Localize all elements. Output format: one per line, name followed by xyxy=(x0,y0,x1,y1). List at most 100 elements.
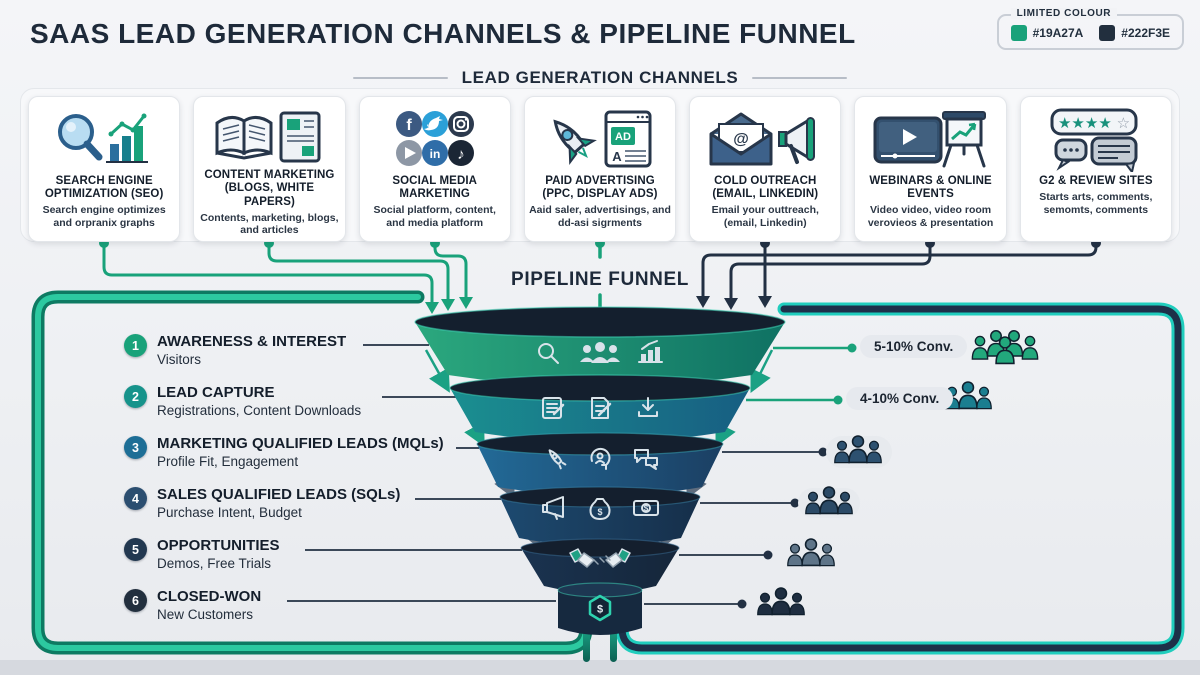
seo-icon-cluster xyxy=(38,103,170,175)
stage-number-badge: 6 xyxy=(124,589,147,612)
channel-cards-row: SEARCH ENGINE OPTIMIZATION (SEO) Search … xyxy=(28,96,1172,242)
channel-title: G2 & REVIEW SITES xyxy=(1039,175,1153,187)
funnel-stage-2: 2 LEAD CAPTURE Registrations, Content Do… xyxy=(124,384,361,419)
presentation-icon xyxy=(941,111,986,168)
legend-item-teal: #19A27A xyxy=(1010,25,1084,41)
download-icon xyxy=(638,397,658,417)
funnel-stage-4: 4 SALES QUALIFIED LEADS (SQLs) Purchase … xyxy=(124,486,400,521)
svg-text:A: A xyxy=(612,149,622,164)
channel-card-content-marketing: CONTENT MARKETING (BLOGS, WHITE PAPERS) … xyxy=(193,96,346,242)
handshake-icon xyxy=(569,548,631,568)
signup-doc-icon xyxy=(591,397,612,419)
bottom-strip xyxy=(0,660,1200,675)
stage-subtitle: Visitors xyxy=(157,352,202,367)
color-legend: LIMITED COLOUR #19A27A #222F3E xyxy=(996,8,1184,50)
stage-title: OPPORTUNITIES xyxy=(157,537,280,554)
megaphone-icon xyxy=(542,496,564,520)
funnel-stage-6: 6 CLOSED-WON New Customers xyxy=(124,588,261,623)
people-stage-5 xyxy=(787,538,835,567)
channel-subtitle: Social platform, content, and media plat… xyxy=(373,204,496,230)
stage-number-badge: 2 xyxy=(124,385,147,408)
stage-subtitle: Purchase Intent, Budget xyxy=(157,505,302,520)
channel-card-seo: SEARCH ENGINE OPTIMIZATION (SEO) Search … xyxy=(28,96,181,242)
channel-subtitle: Aaid saler, advertisings, and dd-asi sig… xyxy=(529,204,671,230)
people-stage-3 xyxy=(834,435,882,464)
facebook-icon: f xyxy=(395,111,422,137)
funnel-tier-5 xyxy=(520,538,680,593)
funnel-stage-3: 3 MARKETING QUALIFIED LEADS (MQLs) Profi… xyxy=(124,435,444,470)
stage-number-badge: 4 xyxy=(124,487,147,510)
content-icon-cluster xyxy=(203,103,335,169)
magnifier-icon xyxy=(538,343,559,364)
conversion-badge-1: 5-10% Conv. xyxy=(860,335,968,358)
channel-subtitle: Email your outtreach, (email, Linkedin) xyxy=(711,204,819,230)
email-icon: @ xyxy=(709,112,773,166)
funnel-stage-1: 1 AWARENESS & INTEREST Visitors xyxy=(124,333,346,368)
audience-icon xyxy=(580,342,620,363)
people-groups xyxy=(757,330,1039,616)
dollar-glyph: $ xyxy=(597,507,602,517)
reviews-icon-cluster: ★★★★ ☆ xyxy=(1030,103,1162,175)
form-icon xyxy=(542,397,565,419)
stage-number-badge: 5 xyxy=(124,538,147,561)
stage-subtitle: Registrations, Content Downloads xyxy=(157,403,362,418)
stage-subtitle: Demos, Free Trials xyxy=(157,556,272,571)
cold-outreach-icon-cluster: @ xyxy=(699,103,831,175)
stage-leader-lines xyxy=(287,343,857,609)
right-frame xyxy=(615,302,1185,655)
svg-text:♪: ♪ xyxy=(457,146,465,163)
teal-swatch xyxy=(1010,25,1027,41)
channel-card-paid-ads: AD A PAID ADVERTISING (PPC, DISPLAY ADS)… xyxy=(523,96,677,242)
people-stage-6 xyxy=(757,587,805,616)
instagram-icon xyxy=(447,111,474,137)
dollar-hexagon-icon: $ xyxy=(588,594,612,622)
svg-text:f: f xyxy=(406,117,412,134)
stage-subtitle: Profile Fit, Engagement xyxy=(157,454,299,469)
funnel-tier-4 xyxy=(499,486,701,546)
teal-hex-label: #19A27A xyxy=(1032,26,1084,40)
header-rule-left xyxy=(352,77,448,79)
navy-hex-label: #222F3E xyxy=(1121,26,1170,40)
svg-text:@: @ xyxy=(733,131,749,148)
channel-title: WEBINARS & ONLINE EVENTS xyxy=(869,175,992,201)
svg-text:AD: AD xyxy=(615,131,631,143)
chat-icon xyxy=(634,449,658,470)
channel-subtitle: Contents, marketing, blogs, and articles xyxy=(200,211,339,237)
engagement-cycle-icon xyxy=(590,447,611,470)
navy-swatch xyxy=(1099,25,1116,41)
money-bag-icon: $ xyxy=(589,498,611,520)
funnel xyxy=(414,306,786,635)
twitter-icon xyxy=(421,111,448,137)
svg-text:in: in xyxy=(429,147,440,161)
people-stage-4 xyxy=(805,486,853,515)
channel-subtitle: Starts arts, comments, semomts, comments xyxy=(1039,191,1153,216)
channel-card-webinars: WEBINARS & ONLINE EVENTS Video video, vi… xyxy=(854,96,1007,242)
rocket-icon xyxy=(553,119,597,165)
channel-title: SOCIAL MEDIA MARKETING xyxy=(392,175,478,201)
funnel-tier-3 xyxy=(476,432,724,496)
stage-title: CLOSED-WON xyxy=(157,588,262,605)
review-bubbles-icon xyxy=(1054,136,1138,172)
funnel-tier-6 xyxy=(557,582,643,635)
funnel-spout xyxy=(583,628,617,662)
funnel-section-title: PIPELINE FUNNEL xyxy=(511,269,689,290)
dollar-glyph: $ xyxy=(644,504,649,513)
bar-chart-icon xyxy=(106,113,149,163)
channel-title: CONTENT MARKETING (BLOGS, WHITE PAPERS) xyxy=(204,169,335,208)
dollar-glyph: $ xyxy=(597,604,603,616)
ad-browser-icon: AD A xyxy=(604,110,652,168)
tiktok-icon: ♪ xyxy=(447,140,474,166)
channel-subtitle: Search engine optimizes and orpranix gra… xyxy=(42,204,166,230)
stage-number-badge: 1 xyxy=(124,334,147,357)
magnifier-icon xyxy=(58,114,103,161)
channel-title: COLD OUTREACH (EMAIL, LINKEDIN) xyxy=(712,175,819,201)
stage-title: SALES QUALIFIED LEADS (SQLs) xyxy=(157,486,401,503)
stage-title: AWARENESS & INTEREST xyxy=(157,333,347,350)
stage-title: MARKETING QUALIFIED LEADS (MQLs) xyxy=(157,435,444,452)
channels-section-title: LEAD GENERATION CHANNELS xyxy=(461,68,739,87)
people-stage-1 xyxy=(971,330,1039,365)
channel-card-cold-outreach: @ COLD OUTREACH (EMAIL, LINKEDIN) Email … xyxy=(689,96,842,242)
youtube-icon xyxy=(395,140,422,166)
funnel-stage-5: 5 OPPORTUNITIES Demos, Free Trials xyxy=(124,537,280,572)
megaphone-icon xyxy=(778,117,816,164)
